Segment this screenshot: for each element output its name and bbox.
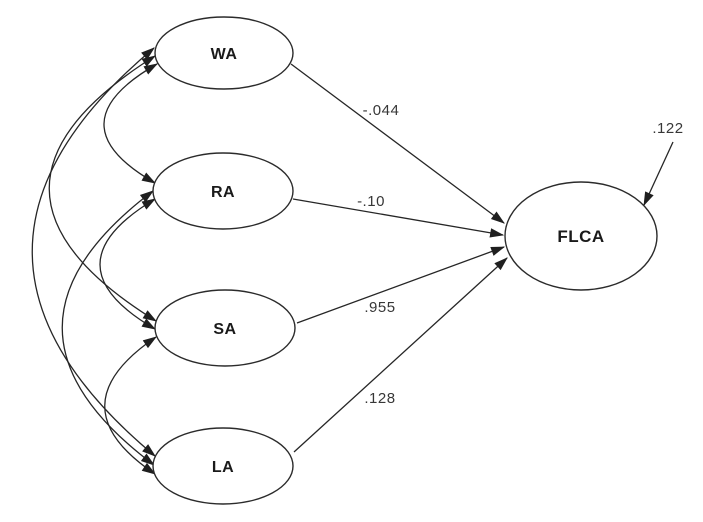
latent-node-wa: WA	[154, 16, 294, 90]
error-arrow-flca	[643, 141, 674, 207]
latent-node-ra: RA	[152, 152, 294, 230]
ra-ellipse	[152, 152, 294, 230]
latent-node-sa: SA	[154, 289, 296, 367]
coefficient-label-la-flca: .128	[364, 390, 395, 407]
covariance-arrow-wa-ra	[103, 63, 159, 184]
path-arrow-sa-flca	[296, 246, 506, 324]
ra-label: RA	[211, 184, 235, 201]
sa-ellipse	[154, 289, 296, 367]
error-value-label-flca: .122	[652, 120, 683, 137]
wa-label: WA	[211, 46, 238, 63]
path-arrow-wa-flca	[290, 63, 505, 224]
flca-label: FLCA	[557, 227, 604, 246]
flca-ellipse	[504, 181, 658, 291]
covariance-arrow-ra-sa	[99, 198, 157, 330]
coefficient-label-sa-flca: .955	[364, 299, 395, 316]
covariance-arrow-sa-la	[104, 336, 157, 475]
covariance-arrow-wa-sa	[48, 55, 157, 322]
covariance-arrow-wa-la	[31, 47, 156, 457]
la-ellipse	[152, 427, 294, 505]
coefficient-label-ra-flca: -.10	[357, 193, 385, 210]
latent-node-flca: FLCA	[504, 181, 658, 291]
sa-label: SA	[213, 321, 236, 338]
la-label: LA	[212, 459, 234, 476]
covariance-arrow-ra-la	[61, 190, 155, 466]
wa-ellipse	[154, 16, 294, 90]
latent-node-la: LA	[152, 427, 294, 505]
path-arrow-la-flca	[293, 257, 508, 453]
path-arrow-ra-flca	[292, 198, 505, 238]
coefficient-label-wa-flca: -.044	[363, 102, 400, 119]
